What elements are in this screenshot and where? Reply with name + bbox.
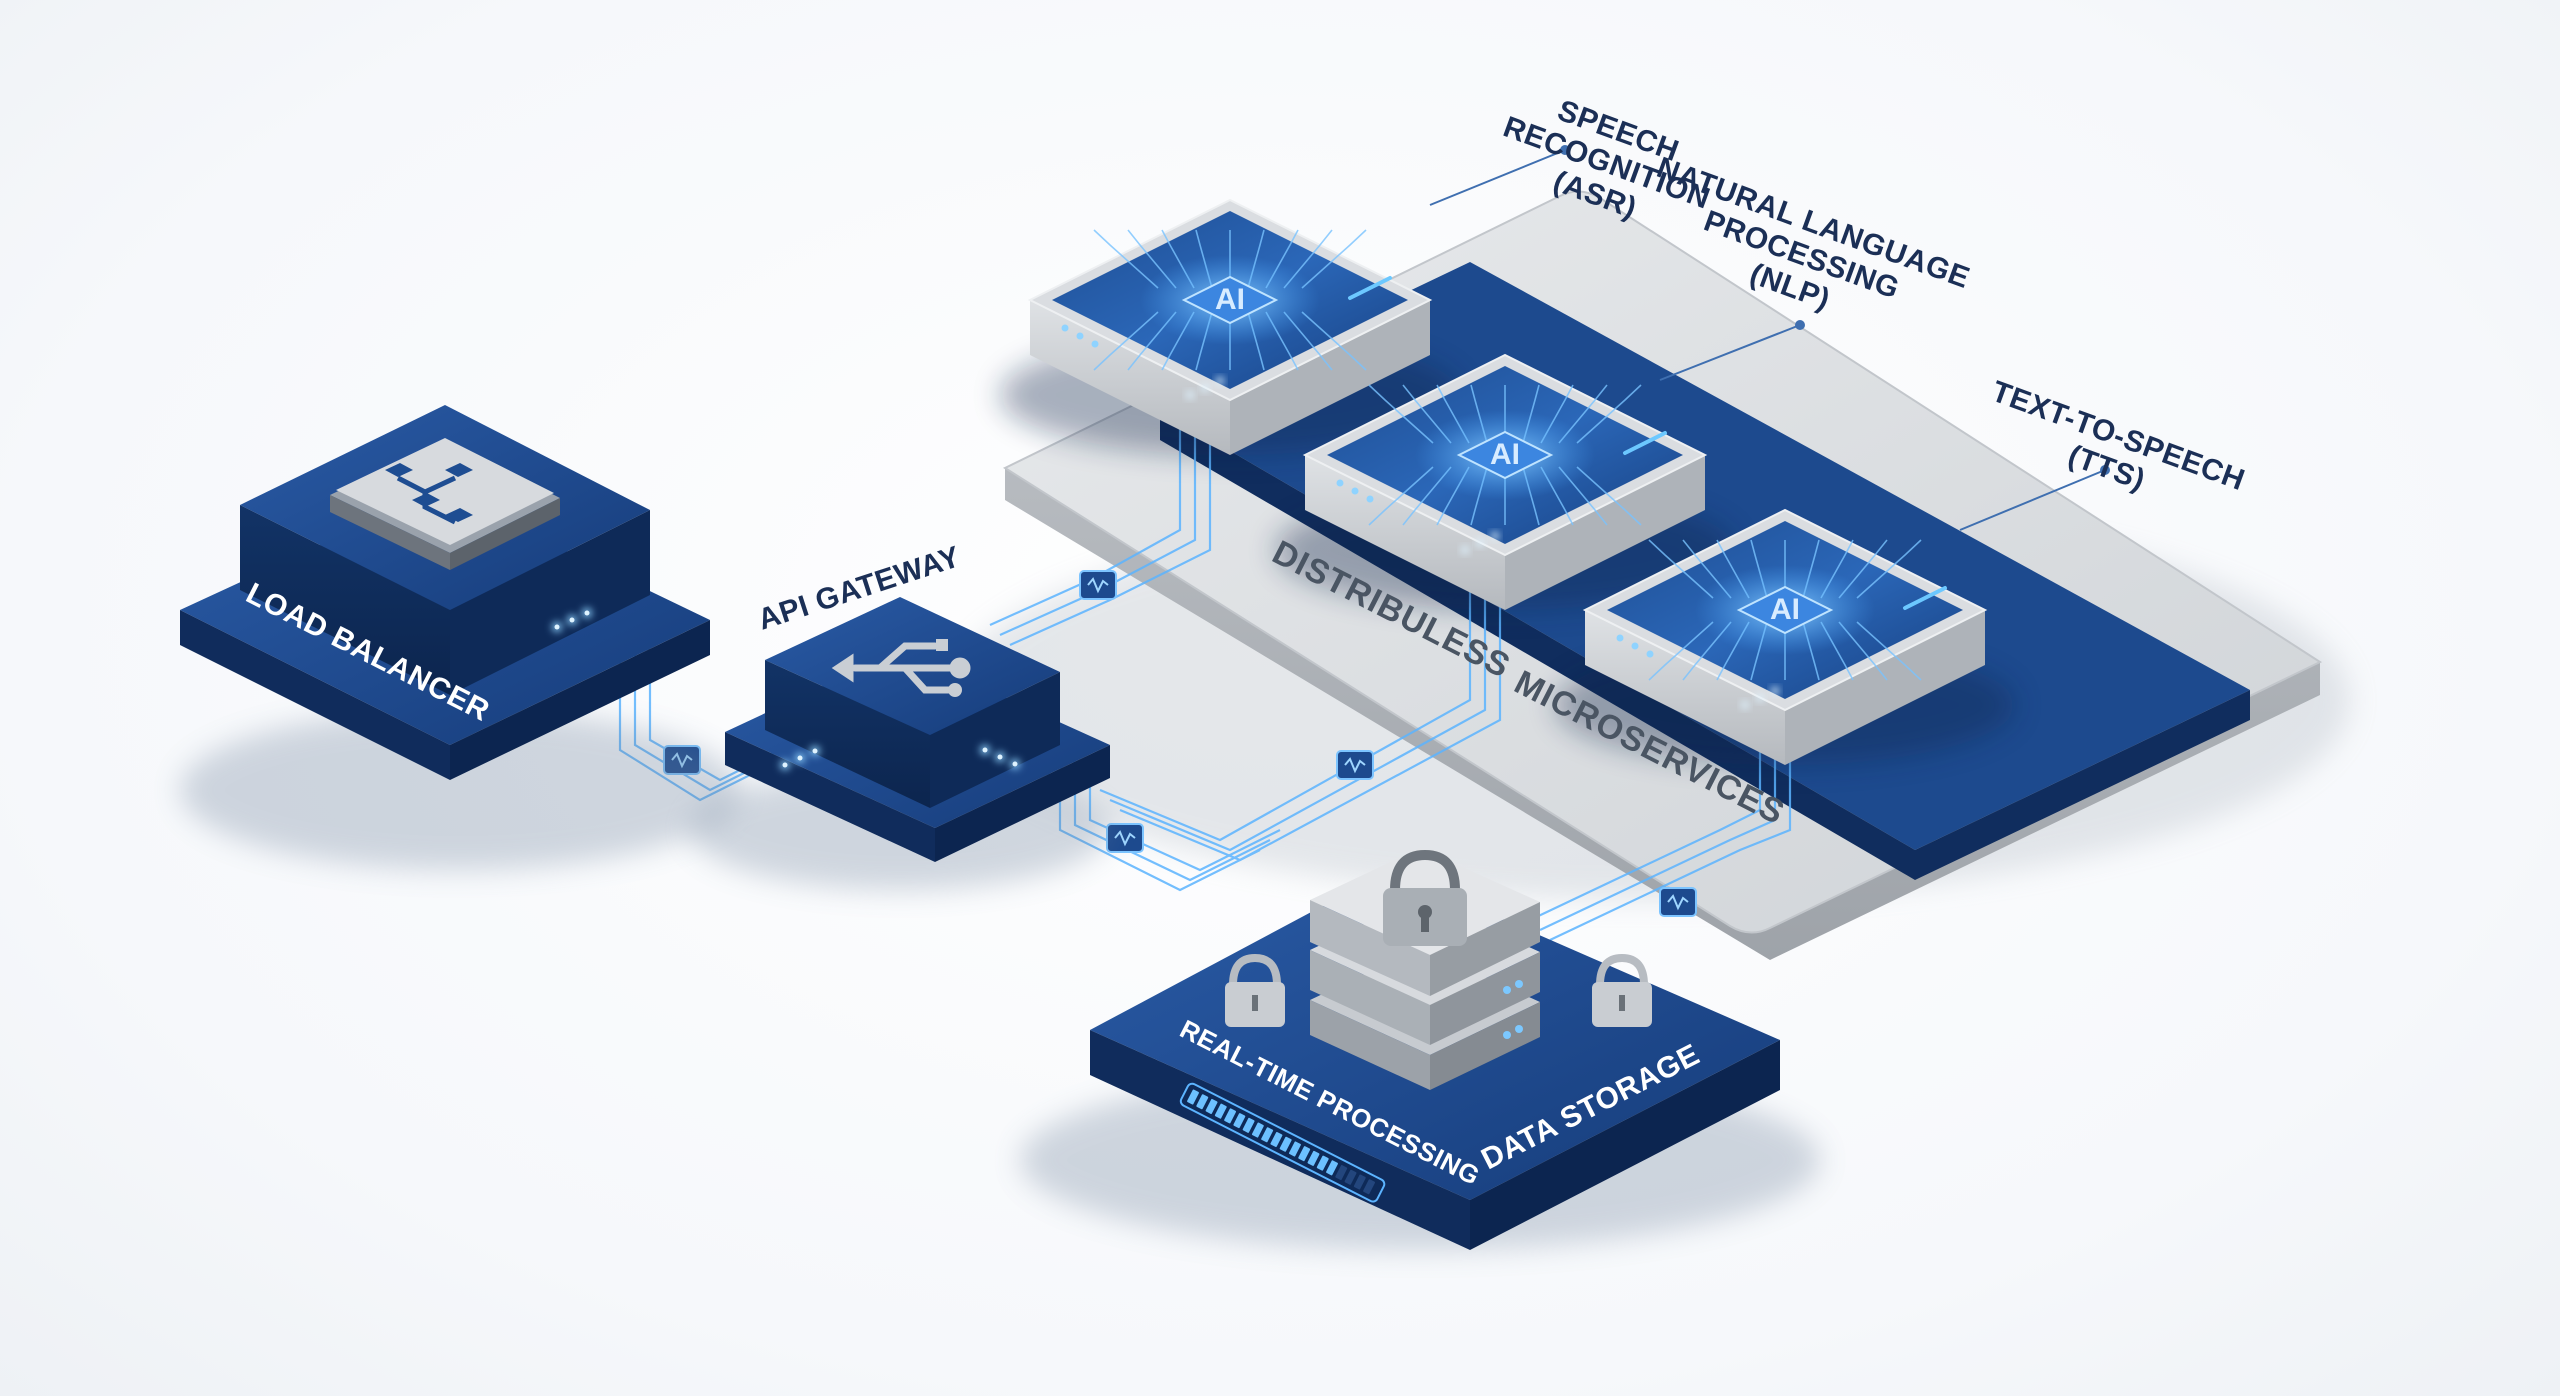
- progress-segment: [1326, 1160, 1338, 1176]
- padlock-icon: [1225, 953, 1285, 1027]
- padlock-icon: [1383, 849, 1467, 946]
- progress-segment: [1307, 1150, 1320, 1166]
- progress-segment: [1196, 1094, 1209, 1110]
- ai-chip-icon: AI: [1456, 430, 1554, 480]
- ai-server-unit: AI: [1275, 353, 1735, 610]
- status-leds: [1061, 276, 1392, 399]
- microservice-servers: AI AI AI: [1000, 198, 2015, 765]
- progress-segment: [1316, 1155, 1329, 1171]
- ai-chip-icon: AI: [1736, 585, 1834, 635]
- progress-segment: [1335, 1165, 1348, 1181]
- status-leds: [1616, 586, 1947, 709]
- usb-hub-icon: [831, 639, 971, 697]
- progress-segment: [1288, 1141, 1301, 1157]
- network-hierarchy-icon: [330, 438, 560, 570]
- progress-segment: [1187, 1089, 1199, 1105]
- progress-segment: [1270, 1132, 1283, 1147]
- progress-segment: [1224, 1108, 1237, 1124]
- progress-segment: [1251, 1122, 1264, 1138]
- progress-segment: [1242, 1117, 1255, 1133]
- status-leds: [1336, 431, 1667, 554]
- ai-chip-label: AI: [1215, 283, 1245, 316]
- data-storage-node: REAL-TIME PROCESSING DATA STORAGE: [1020, 848, 1820, 1250]
- ai-chip-icon: AI: [1181, 275, 1279, 325]
- ai-chip-label: AI: [1770, 593, 1800, 626]
- progress-segment: [1279, 1136, 1292, 1152]
- progress-segment: [1205, 1098, 1218, 1114]
- ai-chip-label: AI: [1490, 438, 1520, 471]
- load-balancer-node: LOAD BALANCER: [180, 405, 740, 870]
- ai-server-unit: AI: [1555, 508, 2015, 765]
- progress-segment: [1363, 1179, 1376, 1195]
- api-gateway-node: API GATEWAY: [690, 540, 1110, 890]
- progress-segment: [1298, 1146, 1311, 1162]
- progress-segment: [1344, 1169, 1357, 1185]
- padlock-icon: [1592, 953, 1652, 1027]
- ai-server-unit: AI: [1000, 198, 1460, 455]
- progress-segment: [1261, 1127, 1274, 1143]
- storage-stack: [1310, 848, 1540, 1090]
- progress-segment: [1233, 1113, 1246, 1129]
- progress-segment: [1353, 1174, 1366, 1190]
- progress-segment: [1214, 1103, 1227, 1119]
- real-time-processing-progress: [1179, 1082, 1386, 1203]
